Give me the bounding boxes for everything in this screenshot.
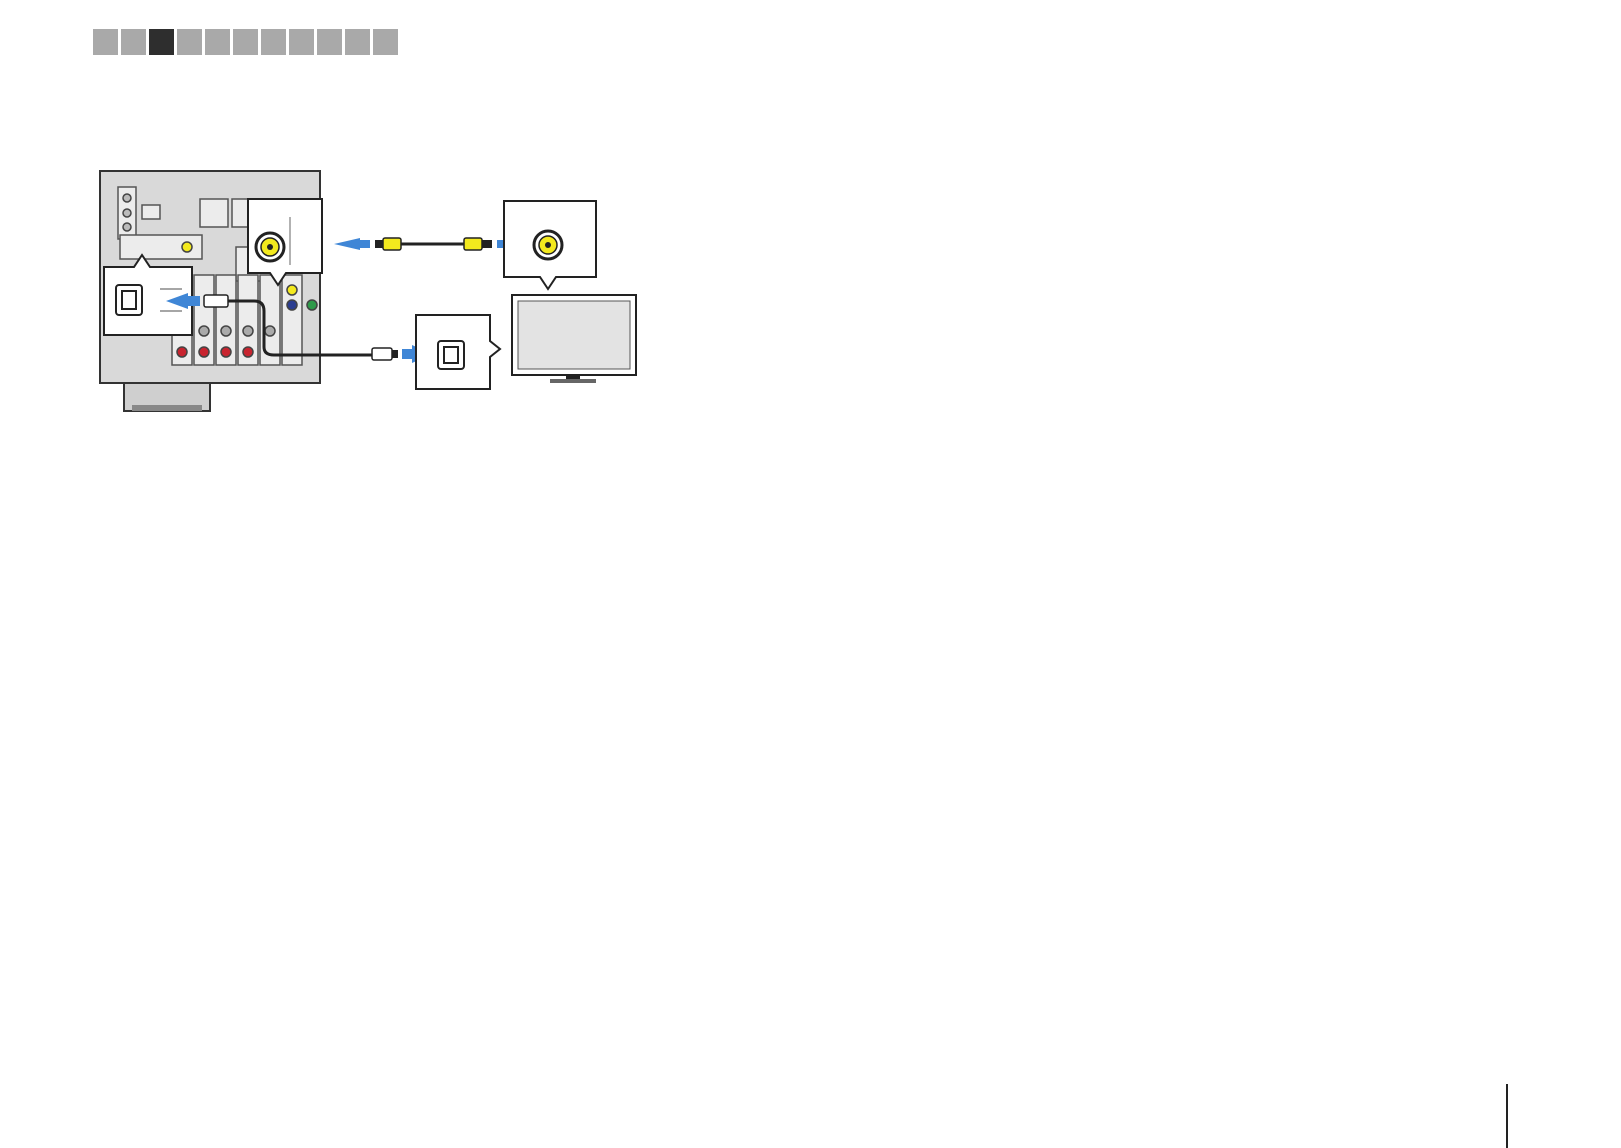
nav-tab-5[interactable] <box>205 29 230 55</box>
page-edge-rule <box>1506 1084 1508 1148</box>
nav-tab-4[interactable] <box>177 29 202 55</box>
nav-tab-7[interactable] <box>261 29 286 55</box>
nav-tab-1[interactable] <box>93 29 118 55</box>
receiver-composite-callout <box>248 199 322 285</box>
nav-tab-8[interactable] <box>289 29 314 55</box>
nav-tab-6[interactable] <box>233 29 258 55</box>
section-nav <box>93 29 398 55</box>
tv-optical-callout <box>416 315 500 389</box>
nav-tab-2[interactable] <box>121 29 146 55</box>
connection-diagram <box>90 165 650 425</box>
nav-tab-11[interactable] <box>373 29 398 55</box>
receiver-optical-callout <box>104 255 192 335</box>
tv-icon <box>512 295 636 383</box>
nav-tab-10[interactable] <box>345 29 370 55</box>
nav-tab-9[interactable] <box>317 29 342 55</box>
composite-cable <box>334 238 530 250</box>
nav-tab-3[interactable] <box>149 29 174 55</box>
arrow-icon <box>334 238 360 250</box>
tv-composite-callout <box>504 201 596 289</box>
